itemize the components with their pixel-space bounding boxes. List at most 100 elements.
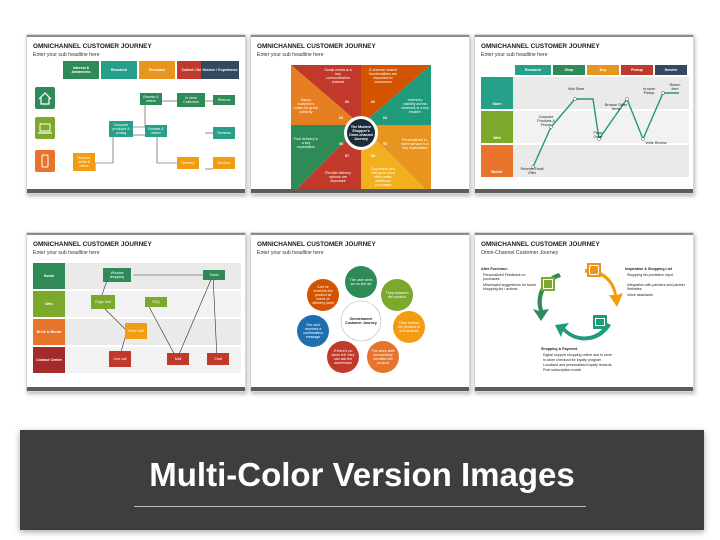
octagon-graphic: [291, 65, 431, 193]
seg-text-3: Inventory visibility across channels is …: [401, 97, 429, 115]
stage-header-1: Interest & Awareness: [63, 61, 99, 79]
seg-number-1: 01: [345, 99, 349, 104]
seg-number-8: 08: [371, 153, 375, 158]
box-returns: Returns: [213, 95, 235, 105]
point-visit-store: Visit Store: [567, 87, 585, 91]
petal-3: They receive the product at a local stor…: [398, 320, 420, 334]
journey-rows: [481, 77, 689, 177]
box-page-visit: Page visit: [91, 295, 115, 309]
insp-item-1: Shopping list predictive input: [627, 273, 673, 277]
mobile-channel: Mobile: [481, 145, 513, 177]
box-reviews: Reviews: [213, 127, 235, 139]
row-social: Social: [33, 263, 65, 289]
shop-item-4: Post subscription model: [543, 368, 582, 372]
box-compare-products: Compare products & pricing: [109, 121, 133, 137]
box-devices: Devices: [213, 157, 235, 169]
box-live-call: Live call: [109, 351, 131, 367]
slide-subtitle: Enter your sub headline here: [33, 250, 100, 256]
center-title: Omnichannel Customer Journey: [345, 316, 377, 325]
point-review: Write Review: [645, 141, 667, 145]
inspiration-title: Inspiration & Shopping List: [625, 267, 672, 271]
seg-number-2: 02: [371, 99, 375, 104]
title-banner: Multi-Color Version Images: [20, 430, 704, 530]
store-channel: Store: [481, 77, 513, 109]
footer-bar: [475, 189, 693, 193]
seg-text-2: E-channel search functionalities are imp…: [369, 67, 397, 85]
basket-icon: [543, 279, 553, 289]
stage-research: Research: [515, 65, 551, 75]
mobile-label: Mobile: [491, 169, 503, 174]
footer-bar: [27, 387, 245, 391]
slide-subtitle: Omni-Channel Customer Journey: [481, 250, 559, 256]
slide-thumbnail-1[interactable]: OMNICHANNEL CUSTOMER JOURNEY Enter your …: [26, 34, 246, 194]
slide-title: OMNICHANNEL CUSTOMER JOURNEY: [481, 43, 600, 50]
card-icon: [595, 318, 605, 326]
footer-bar: [27, 189, 245, 193]
petal-cycle: [297, 266, 425, 373]
insp-item-2: Integration with partners and partner We…: [627, 283, 685, 292]
shopping-title: Shopping & Payment: [541, 347, 578, 351]
web-label: Web: [493, 135, 501, 140]
stage-shop: Shop: [553, 65, 585, 75]
store-label: Store: [492, 101, 502, 106]
box-receive-alerts: Receive alerts & offers: [73, 153, 95, 171]
petal-6: The user receives a confirmation message: [303, 322, 323, 340]
slide-thumbnail-3[interactable]: OMNICHANNEL CUSTOMER JOURNEY Enter your …: [474, 34, 694, 194]
laptop-icon: [35, 117, 55, 139]
cart-icon: [589, 265, 599, 275]
stage-header-5: Service / Experience: [201, 61, 239, 79]
journey-connectors: [94, 100, 213, 171]
slide-title: OMNICHANNEL CUSTOMER JOURNEY: [257, 241, 376, 248]
stage-buy: Buy: [587, 65, 619, 75]
stage-header-3: Purchase: [139, 61, 175, 79]
petal-5: If there's no stock left, they can ask t…: [331, 348, 355, 366]
point-return: Return Item: [669, 83, 681, 92]
box-in-store-collection: In store Collection: [177, 93, 205, 107]
box-faq: FAQ: [145, 297, 167, 307]
slide-thumbnail-4[interactable]: OMNICHANNEL CUSTOMER JOURNEY Enter your …: [26, 232, 246, 392]
shop-item-3: Localized and personalized loyalty rewar…: [543, 363, 612, 367]
seg-text-6: Flexible delivery options are important: [325, 170, 351, 184]
mobile-icon: [35, 150, 55, 172]
seg-number-6: 06: [383, 141, 387, 146]
point-browse: Browse Other Items: [605, 103, 627, 112]
slide-thumbnail-2[interactable]: OMNICHANNEL CUSTOMER JOURNEY Enter your …: [250, 34, 470, 194]
slide-title: OMNICHANNEL CUSTOMER JOURNEY: [33, 43, 152, 50]
web-channel: Web: [481, 111, 513, 143]
seg-text-7: Fast delivery is a key expectation: [294, 136, 318, 150]
shop-item-1: Digital support shopping online and in s…: [543, 353, 612, 357]
box-mail: Mail: [167, 353, 189, 365]
box-window-shopping: Window shopping: [103, 268, 131, 282]
seg-text-4: Personalized in-store service is a key e…: [401, 137, 429, 151]
stage-header-2: Research: [101, 61, 137, 79]
seg-text-5: Customers who visit up to store often ma…: [370, 166, 396, 188]
slide-thumbnail-6[interactable]: OMNICHANNEL CUSTOMER JOURNEY Omni-Channe…: [474, 232, 694, 392]
slide-title: OMNICHANNEL CUSTOMER JOURNEY: [33, 241, 152, 248]
box-browse-select-1: Browse & select: [140, 93, 162, 105]
seg-number-4: 04: [383, 115, 387, 120]
petal-7: And he receives the product at home or d…: [312, 284, 333, 306]
insp-item-3: Voice assistants: [627, 293, 653, 297]
after-item-2: Meaningful suggestions for future shoppi…: [483, 283, 537, 292]
seg-number-3: 03: [339, 115, 343, 120]
row-brick-mortar: Brick & Mortar: [33, 319, 65, 345]
petal-4: The store staff immediately identifies t…: [371, 348, 395, 366]
seg-text-1: Social media is a key communication chan…: [324, 67, 352, 85]
slide-subtitle: Enter your sub headline here: [257, 52, 324, 58]
row-web: Web: [33, 291, 65, 317]
slide-subtitle: Enter your sub headline here: [481, 52, 548, 58]
slide-thumbnail-5[interactable]: OMNICHANNEL CUSTOMER JOURNEY Enter your …: [250, 232, 470, 392]
footer-bar: [475, 387, 693, 391]
slide-title: OMNICHANNEL CUSTOMER JOURNEY: [481, 241, 600, 248]
cycle-arrows: [533, 263, 623, 341]
box-delivery: Delivery: [177, 157, 199, 169]
shop-item-2: In-store checkout for loyalty program: [543, 358, 602, 362]
seg-number-7: 07: [345, 153, 349, 158]
slide-subtitle: Enter your sub headline here: [257, 250, 324, 256]
seg-number-5: 05: [339, 141, 343, 146]
slide-title: OMNICHANNEL CUSTOMER JOURNEY: [257, 43, 376, 50]
row-contact-centre: Contact Centre: [33, 347, 65, 373]
stage-pickup: Pickup: [621, 65, 653, 75]
after-purchase-title: After Purchase:: [481, 267, 508, 271]
box-tweet: Tweet: [203, 270, 225, 280]
